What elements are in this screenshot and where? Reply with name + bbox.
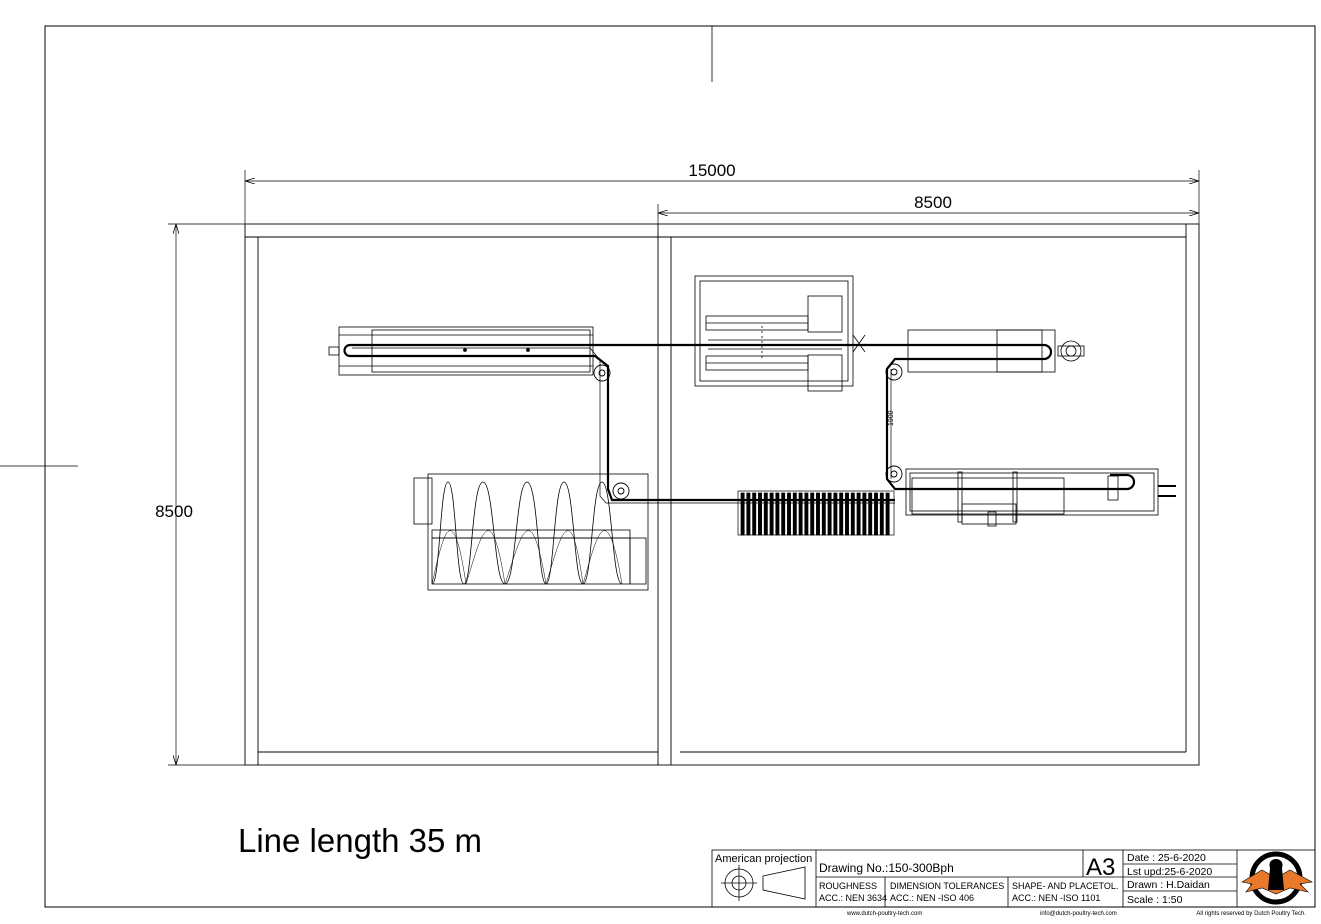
roller — [763, 492, 768, 536]
sheet-frame — [0, 25, 1316, 908]
roller — [746, 492, 751, 536]
corner-sprockets — [593, 363, 903, 500]
roller-bank — [737, 490, 895, 536]
date: Date : 25-6-2020 — [1127, 852, 1206, 864]
roller — [850, 492, 855, 536]
roller — [792, 492, 797, 536]
dimension-tolerances-standard: ACC.: NEN -ISO 406 — [890, 893, 974, 903]
email: info@dutch-poultry-tech.com — [1040, 911, 1117, 917]
roller — [833, 492, 838, 536]
roller — [874, 492, 878, 536]
shape-tolerance-standard: ACC.: NEN -ISO 1101 — [1012, 893, 1100, 903]
roller — [856, 492, 861, 536]
last-update: Lst upd:25-6-2020 — [1127, 866, 1212, 878]
roller — [775, 492, 780, 536]
roughness-title: ROUGHNESS — [819, 881, 877, 891]
dim-right-width: 8500 — [914, 193, 952, 212]
roller — [868, 492, 873, 536]
copyright: All rights reserved by Dutch Poultry Tec… — [1196, 911, 1306, 917]
room-walls — [244, 223, 1200, 766]
center-machine — [694, 275, 866, 392]
roller — [816, 492, 820, 536]
roller — [769, 492, 774, 536]
roller — [839, 492, 844, 536]
roller-bank-frame — [737, 490, 895, 536]
dim-overall-width: 15000 — [688, 161, 735, 180]
dimension-tolerances-title: DIMENSION TOLERANCES — [890, 881, 1004, 891]
projection-label: American projection — [715, 853, 812, 865]
roller — [827, 492, 832, 536]
roller — [885, 492, 890, 536]
roller — [821, 492, 826, 536]
shape-tolerance-title: SHAPE- AND PLACETOL. — [1012, 881, 1118, 891]
roller — [862, 492, 867, 536]
roller — [740, 492, 745, 536]
projection-symbol — [721, 865, 806, 901]
title-block — [711, 849, 1316, 908]
roller — [758, 492, 762, 536]
sheet-size: A3 — [1086, 854, 1115, 881]
website: www.dutch-poultry-tech.com — [846, 911, 922, 917]
company-logo-icon — [1241, 851, 1313, 905]
roller — [810, 492, 815, 536]
roller — [787, 492, 791, 536]
conveyor-note-1900: 1900 — [888, 410, 895, 426]
scale: Scale : 1:50 — [1127, 894, 1183, 906]
roller — [804, 492, 809, 536]
drawing-number: Drawing No.:150-300Bph — [819, 861, 954, 875]
roller — [781, 492, 786, 536]
roughness-standard: ACC.: NEN 3634 — [819, 893, 887, 903]
roller — [879, 492, 884, 536]
spiral-unit — [413, 473, 649, 591]
roller — [752, 492, 757, 536]
drawn-by: Drawn : H.Daidan — [1127, 879, 1210, 891]
dim-height: 8500 — [155, 502, 193, 521]
line-length-caption: Line length 35 m — [238, 822, 482, 859]
right-bottom-unit — [905, 468, 1176, 527]
left-conveyor-unit — [328, 326, 594, 376]
dimension-lines — [168, 170, 1200, 766]
roller — [798, 492, 803, 536]
overhead-conveyor-path — [343, 343, 1136, 504]
right-top-unit — [907, 329, 1085, 373]
roller — [845, 492, 849, 536]
